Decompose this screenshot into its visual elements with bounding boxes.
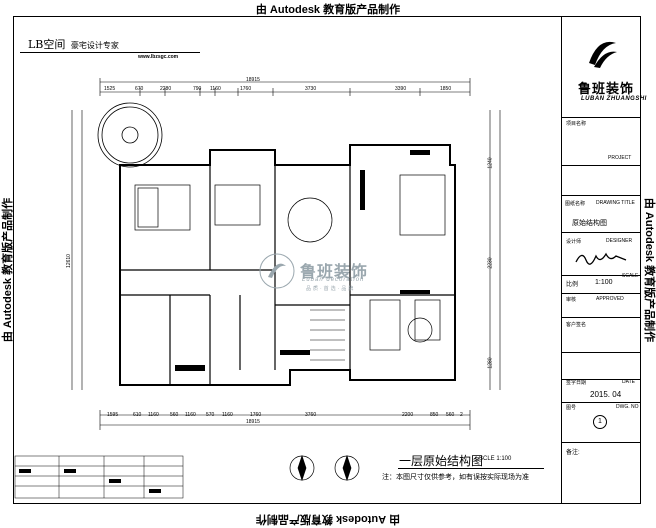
plan-title-underline xyxy=(398,468,544,469)
designer-label-cn: 设计师 xyxy=(566,239,582,245)
right-dim-1: 1240 xyxy=(487,157,494,169)
bottom-dim-13: 2 xyxy=(460,412,463,418)
lb-tagline: 豪宅设计专家 xyxy=(70,41,119,50)
project-label: PROJECT xyxy=(608,155,632,161)
project-name-label: 项目名称 xyxy=(566,121,587,127)
lb-url: www.lbzsgc.com xyxy=(138,54,179,60)
center-brand-en: Luban decoration xyxy=(302,277,365,283)
top-dim-3: 2280 xyxy=(160,86,172,92)
center-brand-watermark: 鲁班装饰 xyxy=(300,262,369,281)
approved-label-en: APPROVED xyxy=(596,296,624,302)
date-value: 2015. 04 xyxy=(590,390,622,399)
designer-signature xyxy=(575,252,627,265)
lb-brand: LB空间 xyxy=(28,38,66,51)
drawing-title-cn: 图纸名称 xyxy=(565,201,586,207)
scale-value: 1:100 xyxy=(595,279,613,286)
watermark-bottom: 由 Autodesk 教育版产品制作 xyxy=(255,513,401,525)
scale-label-cn: 比例 xyxy=(566,282,579,288)
top-total-dim: 18915 xyxy=(246,77,260,83)
top-dim-4: 790 xyxy=(193,86,202,92)
plan-title: 一层原始结构图 xyxy=(399,454,484,468)
scale-label-en: SCALE xyxy=(622,273,639,279)
luban-logo-icon xyxy=(589,41,617,68)
top-dim-7: 3730 xyxy=(305,86,317,92)
approved-label-cn: 审核 xyxy=(566,297,577,303)
watermark-top: 由 Autodesk 教育版产品制作 xyxy=(255,4,401,16)
bottom-dim-11: 850 xyxy=(430,412,439,418)
top-dim-8: 3390 xyxy=(395,86,407,92)
watermark-right: 由 Autodesk 教育版产品制作 xyxy=(643,197,655,343)
logo-underline xyxy=(20,52,200,53)
bottom-dim-7: 1160 xyxy=(222,412,233,418)
top-dim-1: 1525 xyxy=(104,86,116,92)
company-name-cn: 鲁班装饰 xyxy=(578,82,635,97)
floor-plan xyxy=(71,78,501,430)
bottom-dim-6: 570 xyxy=(206,412,215,418)
top-dim-2: 670 xyxy=(135,86,144,92)
title-block xyxy=(561,17,641,503)
date-label-cn: 签字日期 xyxy=(566,380,587,386)
dwg-label-en: DWG. NO xyxy=(616,404,639,410)
legend-table xyxy=(14,455,184,499)
drawing-title-value: 原始结构图 xyxy=(572,219,607,227)
lb-logo: LB空间 豪宅设计专家 xyxy=(28,36,119,52)
center-brand-logo xyxy=(259,253,295,289)
bottom-dim-2: 610 xyxy=(133,412,142,418)
date-label-en: DATE xyxy=(622,379,635,385)
bottom-dim-4: 560 xyxy=(170,412,179,418)
bottom-dim-12: 560 xyxy=(446,412,455,418)
bottom-dim-8: 1760 xyxy=(250,412,262,418)
drawing-title-en: DRAWING TITLE xyxy=(596,200,635,206)
center-brand-sub: 品质·首选·品牌 xyxy=(306,286,356,292)
client-sign-label: 客户签名 xyxy=(566,322,587,328)
top-dim-5: 1160 xyxy=(210,86,221,92)
plan-scale: SCLE 1:100 xyxy=(479,456,512,462)
bottom-dim-3: 1160 xyxy=(148,412,159,418)
bottom-dim-1: 1595 xyxy=(107,412,119,418)
notes-label: 备注: xyxy=(566,450,580,456)
bottom-dim-5: 1160 xyxy=(185,412,196,418)
plan-note: 注：本图尺寸仅供参考，如有误按实际现场为准 xyxy=(382,473,529,481)
bottom-total-dim: 18915 xyxy=(246,419,260,425)
left-total-dim: 12610 xyxy=(65,254,72,268)
company-name-en: LUBAN ZHUANGSHI xyxy=(581,96,647,102)
right-dim-3: 1280 xyxy=(487,357,494,369)
compass-symbols xyxy=(289,454,360,482)
bottom-dim-9: 3760 xyxy=(305,412,317,418)
dwg-label-cn: 图号 xyxy=(566,405,577,411)
right-dim-2: 2230 xyxy=(487,257,494,269)
drawing-frame xyxy=(13,16,641,504)
dwg-number: 1 xyxy=(593,415,607,429)
top-dim-6: 1760 xyxy=(240,86,252,92)
bottom-dim-10: 2200 xyxy=(402,412,414,418)
top-dim-9: 1850 xyxy=(440,86,452,92)
designer-label-en: DESIGNER xyxy=(606,238,633,244)
